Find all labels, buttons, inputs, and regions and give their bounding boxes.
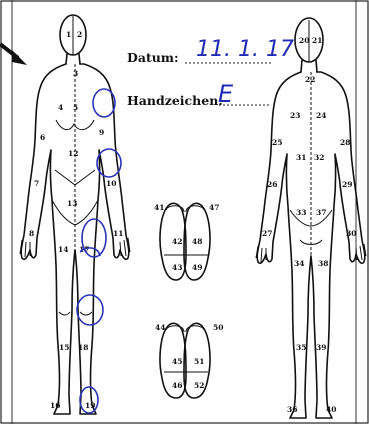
zone-6: 6 [40, 133, 45, 142]
zone-4: 4 [58, 103, 63, 112]
zone-24: 24 [316, 111, 326, 120]
zone-30: 30 [346, 229, 356, 238]
zone-36: 36 [287, 405, 297, 414]
zone-12: 12 [68, 149, 78, 158]
zone-43: 43 [172, 263, 182, 272]
zone-8: 8 [29, 229, 34, 238]
zone-10: 10 [106, 179, 116, 188]
zone-19: 19 [85, 401, 95, 410]
zone-41: 41 [154, 203, 164, 212]
zone-16: 16 [50, 401, 60, 410]
zone-52: 52 [194, 381, 204, 390]
zone-28: 28 [340, 138, 350, 147]
zone-51: 51 [194, 357, 204, 366]
zone-31: 31 [296, 153, 306, 162]
initials-label: Handzeichen: [127, 93, 223, 108]
zone-2: 2 [77, 30, 82, 39]
zone-13: 13 [67, 199, 77, 208]
zone-22: 22 [305, 75, 315, 84]
zone-44: 44 [155, 323, 165, 332]
zone-11: 11 [113, 229, 123, 238]
zone-46: 46 [172, 381, 182, 390]
zone-50: 50 [213, 323, 223, 332]
date-label: Datum: [127, 50, 179, 65]
initials-value: E [218, 80, 234, 108]
zone-27: 27 [262, 229, 272, 238]
zone-47: 47 [209, 203, 219, 212]
zone-45: 45 [172, 357, 182, 366]
zone-9: 9 [99, 128, 104, 137]
zone-38: 38 [318, 259, 328, 268]
zone-5: 5 [73, 103, 78, 112]
zone-1: 1 [66, 30, 71, 39]
zone-29: 29 [342, 180, 352, 189]
zone-20: 20 [299, 36, 309, 45]
zone-25: 25 [272, 138, 282, 147]
zone-42: 42 [172, 237, 182, 246]
zone-26: 26 [267, 180, 277, 189]
zone-23: 23 [290, 111, 300, 120]
zone-14: 14 [58, 245, 68, 254]
zone-35: 35 [296, 343, 306, 352]
zone-32: 32 [314, 153, 324, 162]
zone-48: 48 [192, 237, 202, 246]
date-value: 11. 1. 17 [196, 37, 294, 62]
zone-39: 39 [316, 343, 326, 352]
zone-40: 40 [326, 405, 336, 414]
zone-49: 49 [192, 263, 202, 272]
zone-21: 21 [312, 36, 322, 45]
zone-37: 37 [316, 208, 326, 217]
zone-7: 7 [34, 179, 39, 188]
zone-18: 18 [78, 343, 88, 352]
zone-15: 15 [59, 343, 69, 352]
zone-3: 3 [73, 69, 78, 78]
zone-33: 33 [296, 208, 306, 217]
zone-34: 34 [294, 259, 304, 268]
